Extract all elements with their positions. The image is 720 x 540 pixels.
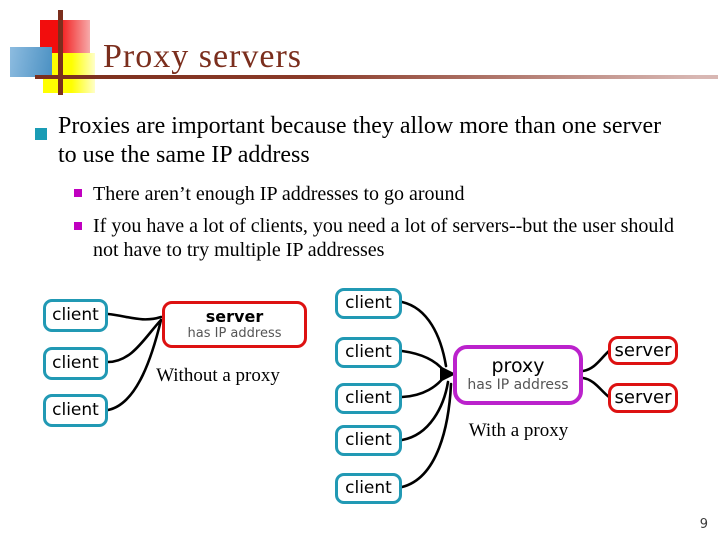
client-label: client [345,293,392,314]
caption-without-proxy: Without a proxy [156,365,280,386]
server-label: server [205,306,264,326]
client-label: client [52,400,99,421]
proxy-box: proxy has IP address [453,345,583,405]
proxy-label: proxy [491,355,545,378]
logo-blue-square [10,47,52,77]
title-underline [35,75,718,79]
sub-bullet-text-2: If you have a lot of clients, you need a… [93,215,674,261]
caption-with-proxy: With a proxy [468,420,569,441]
client-box: client [335,425,402,456]
bullet-square-icon [35,128,47,140]
page-number: 9 [699,517,708,532]
client-box: client [43,394,108,427]
client-label: client [345,478,392,499]
client-label: client [345,342,392,363]
sub-bullet-square-icon [74,222,82,230]
client-box: client [335,383,402,414]
sub-bullet-text-1: There aren’t enough IP addresses to go a… [93,183,465,205]
client-label: client [345,388,392,409]
client-box: client [335,288,402,319]
proxy-sublabel: has IP address [467,377,569,394]
server-box: server [608,336,678,365]
client-box: client [335,337,402,368]
server-label: server [614,387,672,409]
server-box: server [608,383,678,413]
client-box: client [335,473,402,504]
client-box: client [43,299,108,332]
client-label: client [52,353,99,374]
logo-vertical-line [58,10,63,95]
client-label: client [345,430,392,451]
server-label: server [614,339,672,361]
sub-bullet-square-icon [74,189,82,197]
client-label: client [52,305,99,326]
page-title: Proxy servers [103,38,303,75]
main-bullet-text: Proxies are important because they allow… [58,113,662,168]
server-sublabel: has IP address [187,325,282,341]
client-box: client [43,347,108,380]
server-box: server has IP address [162,301,307,348]
